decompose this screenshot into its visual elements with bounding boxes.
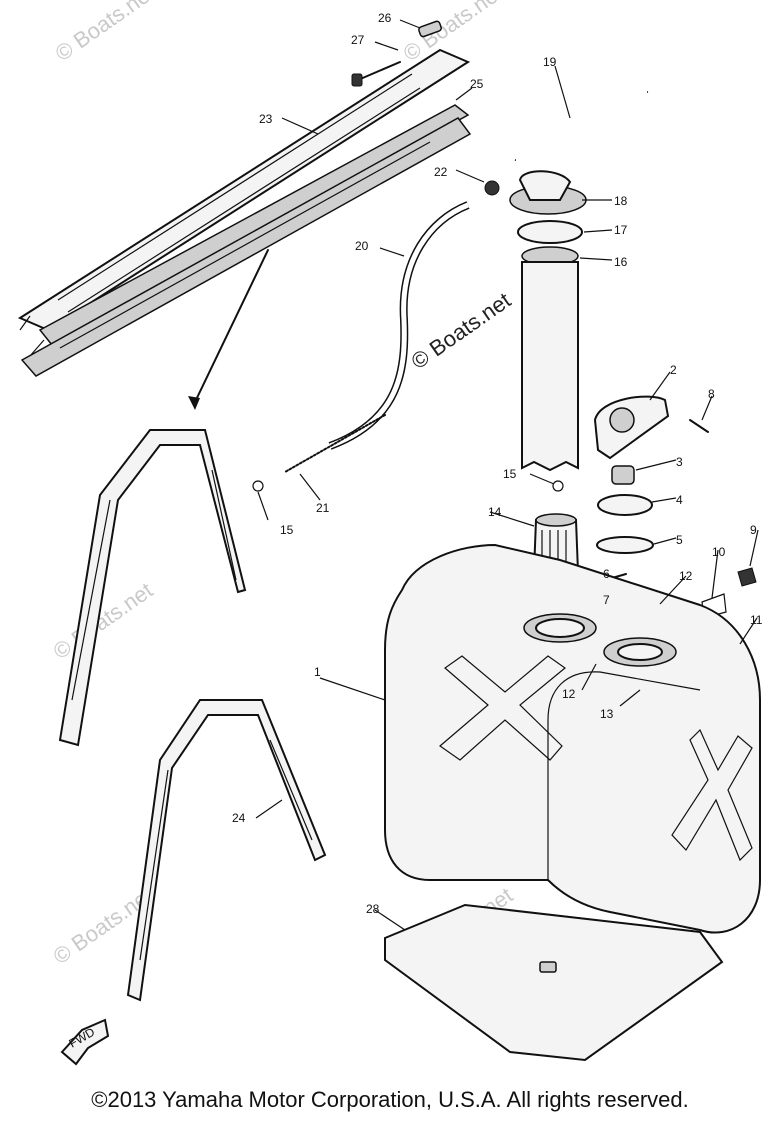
leader-lines bbox=[255, 19, 759, 931]
label-25: 25 bbox=[470, 77, 484, 91]
label-12-upper: 12 bbox=[679, 569, 693, 583]
leader-arrow bbox=[188, 249, 269, 410]
label-7: 7 bbox=[603, 593, 610, 607]
label-22: 22 bbox=[434, 165, 448, 179]
part-18-cap bbox=[509, 170, 587, 215]
copyright-notice: ©2013 Yamaha Motor Corporation, U.S.A. A… bbox=[91, 1087, 689, 1112]
label-14: 14 bbox=[488, 505, 502, 519]
label-15-left: 15 bbox=[280, 523, 294, 537]
label-27: 27 bbox=[351, 33, 365, 47]
part-28-mat bbox=[384, 903, 724, 1062]
watermark-top-left: © Boats.net bbox=[51, 0, 160, 66]
label-20: 20 bbox=[355, 239, 369, 253]
part-26-pin bbox=[418, 20, 442, 38]
part-4-diaphragm bbox=[597, 494, 653, 516]
part-9-knob bbox=[737, 567, 757, 587]
fwd-arrow-icon: FWD bbox=[60, 1018, 110, 1066]
label-2: 2 bbox=[670, 363, 677, 377]
label-26: 26 bbox=[378, 11, 392, 25]
part-3-spring bbox=[611, 465, 635, 485]
label-13: 13 bbox=[600, 707, 614, 721]
part-21-spring bbox=[284, 414, 386, 473]
label-10: 10 bbox=[712, 545, 726, 559]
label-21: 21 bbox=[316, 501, 330, 515]
part-5-gasket bbox=[596, 536, 654, 554]
label-12-lower: 12 bbox=[562, 687, 576, 701]
label-28: 28 bbox=[366, 902, 380, 916]
label-16: 16 bbox=[614, 255, 628, 269]
label-15-right: 15 bbox=[503, 467, 517, 481]
part-19-hose bbox=[477, 90, 720, 162]
label-5: 5 bbox=[676, 533, 683, 547]
label-6: 6 bbox=[603, 567, 610, 581]
watermark-center: © Boats.net bbox=[407, 287, 516, 374]
part-labels: 26 27 23 25 19 22 18 17 16 20 21 15 15 1… bbox=[232, 11, 763, 916]
label-11: 11 bbox=[750, 613, 763, 627]
part-24-bracket bbox=[126, 699, 327, 1002]
part-2-housing bbox=[593, 395, 670, 460]
label-9: 9 bbox=[750, 523, 757, 537]
part-15-clip-left bbox=[252, 480, 264, 492]
part-20-hose bbox=[328, 201, 470, 450]
label-4: 4 bbox=[676, 493, 683, 507]
part-8-screw bbox=[689, 419, 709, 433]
label-24: 24 bbox=[232, 811, 246, 825]
part-15-clip-right bbox=[552, 480, 564, 492]
upper-bracket bbox=[58, 429, 247, 747]
label-1: 1 bbox=[314, 665, 321, 679]
part-27-bolt bbox=[351, 61, 401, 87]
label-17: 17 bbox=[614, 223, 628, 237]
label-18: 18 bbox=[614, 194, 628, 208]
part-17-ring bbox=[517, 220, 583, 244]
part-23-rail bbox=[17, 48, 471, 357]
part-25-pad bbox=[20, 117, 472, 377]
part-1-fuel-tank bbox=[384, 543, 761, 934]
filler-tube bbox=[521, 261, 579, 472]
label-8: 8 bbox=[708, 387, 715, 401]
part-22-clamp bbox=[484, 180, 500, 196]
label-19: 19 bbox=[543, 55, 557, 69]
label-3: 3 bbox=[676, 455, 683, 469]
label-23: 23 bbox=[259, 112, 273, 126]
